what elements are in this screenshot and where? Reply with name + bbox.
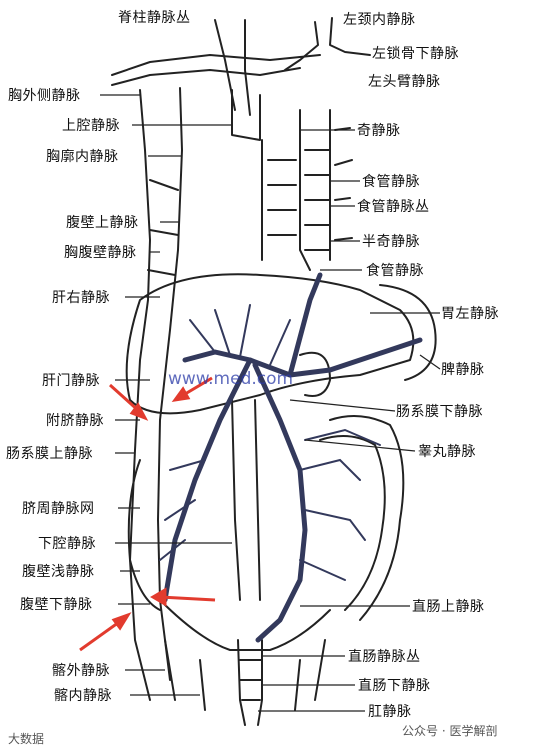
label-periumbilical-net: 脐周静脉网	[22, 501, 95, 517]
footer-right: 公众号 · 医学解剖	[402, 724, 498, 738]
label-anal: 肛静脉	[368, 704, 412, 720]
left-internal-jugular-vessel	[284, 21, 319, 71]
label-superior-epigastric: 腹壁上静脉	[66, 215, 139, 231]
label-superior-mesenteric: 肠系膜上静脉	[6, 446, 93, 462]
portal-vein-branch	[162, 357, 253, 603]
arrow-inf-epigastric	[159, 595, 216, 602]
label-portal: 肝门静脉	[42, 373, 100, 389]
label-left-gastric: 胃左静脉	[441, 306, 499, 322]
label-superficial-epigastric: 腹壁浅静脉	[22, 564, 95, 580]
internal-thoracic-vessel	[157, 87, 183, 681]
label-internal-thoracic: 胸廓内静脉	[46, 149, 119, 165]
label-esophageal-plexus: 食管静脉丛	[357, 199, 430, 215]
label-ivc: 下腔静脉	[38, 536, 96, 552]
label-testicular: 睾丸静脉	[418, 444, 476, 460]
label-inferior-rectal: 直肠下静脉	[358, 678, 431, 694]
label-external-iliac: 髂外静脉	[52, 663, 110, 679]
label-splenic: 脾静脉	[441, 362, 485, 378]
label-right-hepatic: 肝右静脉	[52, 290, 110, 306]
footer-left: 大数据	[8, 732, 45, 746]
ivc-vessel	[231, 399, 241, 601]
label-hemiazygos: 半奇静脉	[362, 234, 420, 250]
leader-lines	[100, 94, 441, 712]
label-inferior-epigastric: 腹壁下静脉	[20, 597, 93, 613]
label-superior-rectal: 直肠上静脉	[412, 599, 485, 615]
label-azygos: 奇静脉	[357, 123, 401, 139]
label-left-internal-jugular: 左颈内静脉	[343, 12, 416, 28]
label-paraumbilical: 附脐静脉	[46, 413, 104, 429]
label-lateral-thoracic: 胸外侧静脉	[8, 88, 81, 104]
label-esophageal: 食管静脉	[362, 174, 420, 190]
arrow-lower	[79, 618, 123, 652]
label-vertebral-plexus: 脊柱静脉丛	[118, 10, 191, 26]
left-subclavian-vessel	[329, 17, 371, 56]
label-inferior-mesenteric: 肠系膜下静脉	[396, 404, 483, 420]
watermark: www.med.com	[168, 369, 294, 389]
lateral-thoracic-vessel	[129, 89, 151, 701]
svc-vessel	[231, 89, 261, 141]
left-gastric-vessel	[287, 272, 323, 378]
inf-mesenteric-vessel	[252, 362, 308, 643]
external-iliac-vessel	[164, 639, 326, 701]
label-rectal-plexus: 直肠静脉丛	[348, 649, 421, 665]
red-arrows	[79, 376, 216, 652]
rectum-outline	[237, 639, 263, 726]
liver-outline	[125, 273, 415, 415]
label-esophageal-2: 食管静脉	[366, 263, 424, 279]
label-thoracoepigastric: 胸腹壁静脉	[64, 245, 137, 261]
label-left-subclavian: 左锁骨下静脉	[372, 46, 459, 62]
label-svc: 上腔静脉	[62, 118, 120, 134]
label-internal-iliac: 髂内静脉	[54, 688, 112, 704]
label-left-brachiocephalic: 左头臂静脉	[368, 74, 441, 90]
